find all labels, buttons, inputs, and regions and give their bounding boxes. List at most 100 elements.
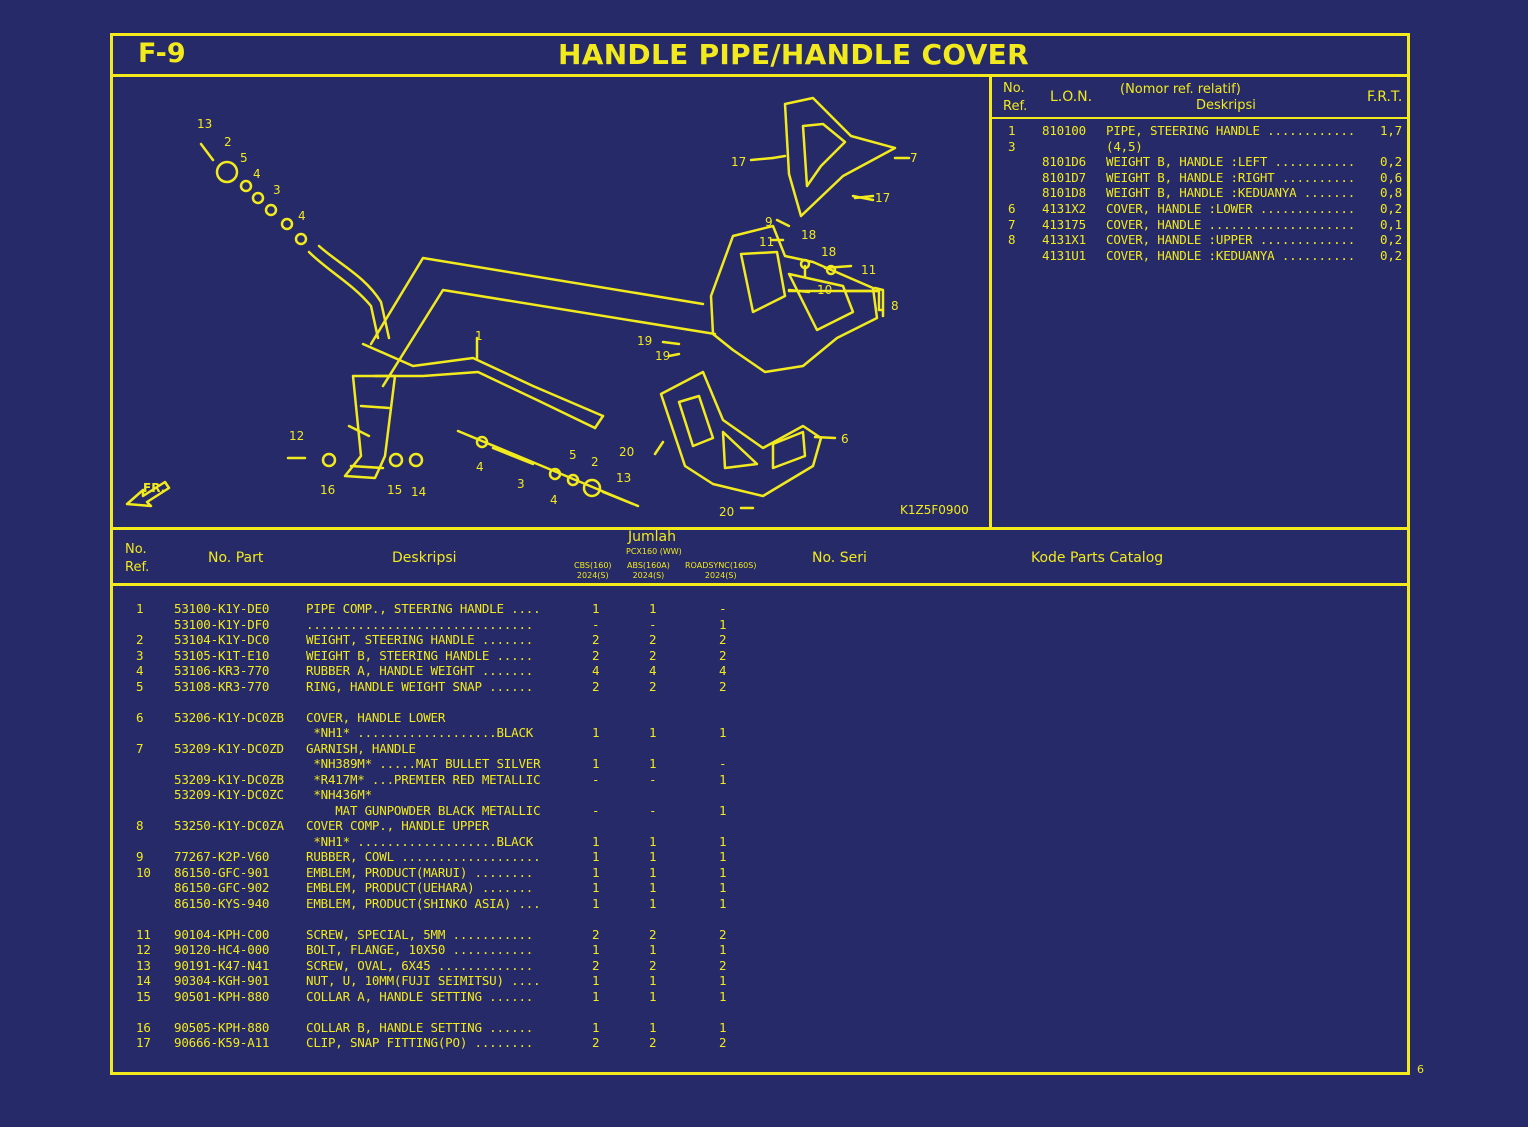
- parts-row-qty-cbs: 1: [592, 988, 600, 1004]
- lon-header-lon: L.O.N.: [1050, 89, 1093, 105]
- parts-row-part: 53100-K1Y-DE0: [174, 601, 270, 616]
- lon-row-code: 4131U1: [1042, 247, 1086, 263]
- parts-row-desc: EMBLEM, PRODUCT(UEHARA) .......: [306, 880, 534, 895]
- parts-row-qty-roadsync: 4: [719, 663, 727, 678]
- parts-row-part: 53105-K1T-E10: [174, 647, 270, 663]
- parts-row-part: 90104-KPH-C00: [174, 926, 270, 942]
- parts-row-qty-cbs: 1: [592, 942, 600, 957]
- lon-row-code: 8101D6: [1042, 154, 1086, 170]
- page-number: 6: [1417, 1063, 1424, 1076]
- parts-row-desc: *NH389M* .....MAT BULLET SILVER: [306, 756, 541, 771]
- svg-text:11: 11: [759, 235, 774, 249]
- parts-row-desc: NUT, U, 10MM(FUJI SEIMITSU) ....: [306, 973, 541, 988]
- lon-row-code: 8101D8: [1042, 185, 1086, 201]
- parts-row-desc: COVER, HANDLE LOWER: [306, 709, 446, 725]
- parts-row-part: 86150-KYS-940: [174, 895, 270, 911]
- parts-row-desc: WEIGHT, STEERING HANDLE .......: [306, 632, 534, 647]
- parts-row-desc: RING, HANDLE WEIGHT SNAP ......: [306, 678, 534, 694]
- parts-row-qty-roadsync: 1: [719, 725, 727, 740]
- lon-row-desc: COVER, HANDLE :UPPER .............: [1106, 232, 1356, 248]
- parts-row-qty-cbs: 1: [592, 833, 600, 849]
- parts-row-part: 53206-K1Y-DC0ZB: [174, 709, 284, 725]
- lon-row-frt: 0,2: [1380, 247, 1402, 263]
- parts-row-qty-roadsync: 1: [719, 988, 727, 1004]
- parts-row-qty-roadsync: 2: [719, 1035, 727, 1050]
- parts-row-qty-cbs: -: [592, 771, 600, 787]
- parts-row-qty-cbs: 2: [592, 1035, 600, 1050]
- parts-header-part: No. Part: [208, 550, 264, 566]
- lon-row-desc: COVER, HANDLE :KEDUANYA ..........: [1106, 247, 1356, 263]
- parts-row-ref: 1: [136, 601, 144, 616]
- parts-row-part: 53250-K1Y-DC0ZA: [174, 818, 284, 833]
- parts-row-qty-roadsync: 2: [719, 678, 727, 694]
- lon-row-ref: 6: [1008, 201, 1016, 216]
- parts-row-qty-abs: 1: [649, 601, 657, 616]
- parts-row-ref: 16: [136, 1019, 151, 1035]
- svg-text:9: 9: [765, 215, 773, 229]
- parts-row-ref: 6: [136, 709, 144, 725]
- lon-row-frt: 0,2: [1380, 154, 1402, 170]
- svg-text:11: 11: [861, 263, 876, 277]
- svg-text:7: 7: [910, 151, 918, 165]
- svg-text:10: 10: [817, 283, 832, 297]
- parts-row-part: 53209-K1Y-DC0ZB: [174, 771, 284, 787]
- diagram-divider: [989, 74, 992, 530]
- svg-text:20: 20: [619, 445, 634, 459]
- parts-row-qty-roadsync: 1: [719, 864, 727, 880]
- parts-row-desc: EMBLEM, PRODUCT(SHINKO ASIA) ...: [306, 895, 541, 911]
- front-arrow-icon: [125, 480, 171, 508]
- svg-text:13: 13: [616, 471, 631, 485]
- parts-row-qty-abs: -: [649, 771, 657, 787]
- parts-row-qty-abs: 2: [649, 678, 657, 694]
- parts-row-qty-cbs: 1: [592, 1019, 600, 1035]
- parts-row-desc: BOLT, FLANGE, 10X50 ...........: [306, 942, 534, 957]
- parts-row-ref: 8: [136, 818, 144, 833]
- svg-text:5: 5: [240, 151, 248, 165]
- parts-row-desc: COLLAR B, HANDLE SETTING ......: [306, 1019, 534, 1035]
- parts-row-qty-cbs: -: [592, 802, 600, 818]
- parts-row-ref: 15: [136, 988, 151, 1004]
- parts-row-ref: 5: [136, 678, 144, 694]
- lon-row-desc: (4,5): [1106, 138, 1143, 154]
- parts-row-qty-cbs: 1: [592, 973, 600, 988]
- svg-text:8: 8: [891, 299, 899, 313]
- svg-text:3: 3: [517, 477, 525, 491]
- svg-text:14: 14: [411, 485, 426, 499]
- middle-cover-drawing: [709, 224, 885, 374]
- parts-row-part: 90304-KGH-901: [174, 973, 270, 988]
- lon-row-code: 4131X2: [1042, 201, 1086, 216]
- lon-row-desc: COVER, HANDLE :LOWER .............: [1106, 201, 1356, 216]
- svg-text:4: 4: [298, 209, 306, 223]
- parts-row-qty-cbs: 2: [592, 926, 600, 942]
- parts-row-ref: 3: [136, 647, 144, 663]
- lon-row-frt: 0,2: [1380, 232, 1402, 248]
- lon-header-ref-text: No. Ref.: [1003, 81, 1028, 114]
- lon-row-ref: 7: [1008, 216, 1016, 232]
- parts-row-qty-cbs: 1: [592, 756, 600, 771]
- parts-row-desc: CLIP, SNAP FITTING(PO) ........: [306, 1035, 534, 1050]
- parts-row-desc: SCREW, SPECIAL, 5MM ...........: [306, 926, 534, 942]
- svg-text:5: 5: [569, 448, 577, 462]
- lon-header-note: (Nomor ref. relatif): [1120, 82, 1241, 97]
- parts-row-ref: 13: [136, 957, 151, 973]
- parts-row-qty-abs: 1: [649, 864, 657, 880]
- lon-row-frt: 0,1: [1380, 216, 1402, 232]
- exploded-diagram: 13 2 5 4 3 4 1 12 16 15 14 4 3 4 5 2 13 …: [125, 96, 969, 519]
- parts-row-qty-cbs: 2: [592, 957, 600, 973]
- parts-row-qty-abs: 1: [649, 880, 657, 895]
- parts-row-qty-cbs: 1: [592, 895, 600, 911]
- lon-row-code: 4131X1: [1042, 232, 1086, 248]
- handle-setting-set: [286, 452, 424, 468]
- parts-row-desc: COVER COMP., HANDLE UPPER: [306, 818, 490, 833]
- svg-text:16: 16: [320, 483, 335, 497]
- diagram-bottom-rule: [110, 527, 1410, 530]
- parts-row-part: 53100-K1Y-DF0: [174, 616, 270, 632]
- lon-row-desc: COVER, HANDLE ....................: [1106, 216, 1356, 232]
- parts-row-ref: 2: [136, 632, 144, 647]
- parts-row-qty-roadsync: 1: [719, 1019, 727, 1035]
- parts-row-qty-cbs: 1: [592, 849, 600, 864]
- parts-row-part: 53106-KR3-770: [174, 663, 270, 678]
- parts-header-col1: CBS(160) 2024(S): [574, 561, 612, 580]
- parts-row-qty-roadsync: 1: [719, 833, 727, 849]
- parts-row-qty-roadsync: 2: [719, 957, 727, 973]
